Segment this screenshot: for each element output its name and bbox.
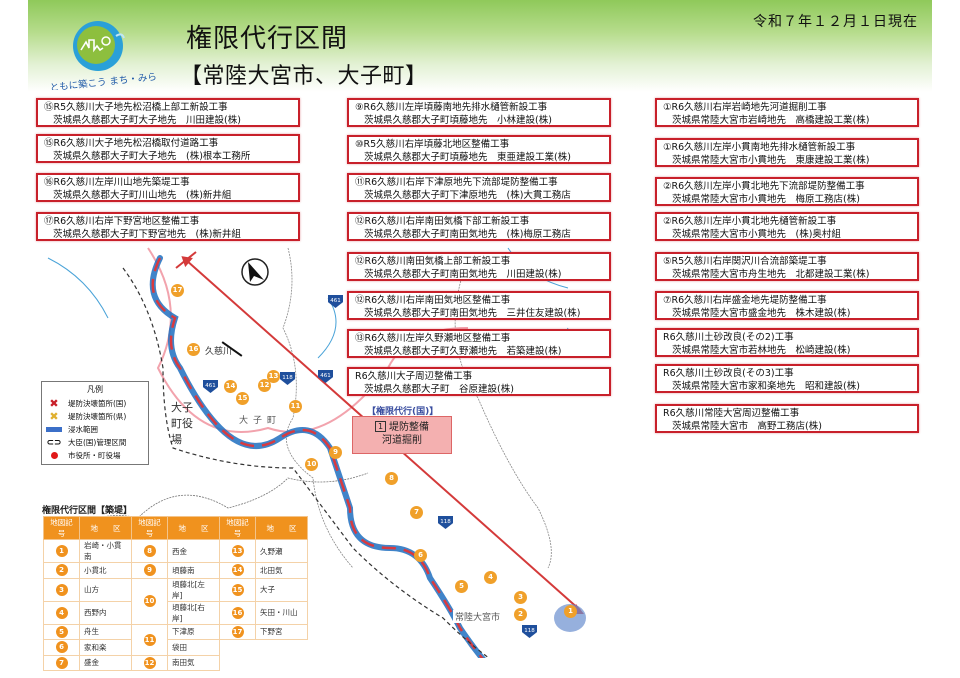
project-card: ⑨R6久慈川左岸頃藤南地先排水樋管新設工事 茨城県久慈郡大子町頃藤地先 小林建設… [347, 98, 611, 127]
north-arrow-icon [241, 258, 269, 286]
project-card: ⑰R6久慈川右岸下野宮地区整備工事 茨城県久慈郡大子町下野宮地先 (株)新井組 [36, 212, 300, 241]
marker-badge: 15 [231, 583, 244, 596]
map-marker-12: 12 [258, 379, 271, 392]
map-marker-8: 8 [385, 472, 398, 485]
project-card: ⑪R6久慈川右岸下津原地先下流部堤防整備工事 茨城県久慈郡大子町下津原地先 (株… [347, 173, 611, 202]
page: ともに築こう まち・みらい 権限代行区間 【常陸大宮市、大子町】 令和７年１２月… [28, 0, 932, 678]
project-card: ⑦R6久慈川右岸盛金地先堤防整備工事 茨城県常陸大宮市盛金地先 株木建設(株) [655, 291, 919, 320]
authority-number: 1 [375, 421, 386, 432]
project-card: ⑫R6久慈川南田気橋上部工新設工事 茨城県久慈郡大子町南田気地先 川田建設(株) [347, 252, 611, 281]
municipal-office-icon [46, 452, 62, 459]
marker-badge: 13 [231, 545, 244, 557]
legend-item: 浸水範囲 [46, 423, 144, 436]
route-shield: 461 [328, 295, 343, 308]
page-subtitle: 【常陸大宮市、大子町】 [180, 64, 428, 89]
project-card: ⑮R6久慈川大子地先松沼橋取付道路工事 茨城県久慈郡大子町大子地先 (株)根本工… [36, 134, 300, 163]
table-row: 4 西野内 頃藤北[右岸] 16 矢田・川山 [43, 600, 308, 625]
marker-badge: 16 [231, 606, 244, 619]
marker-badge: 17 [231, 625, 244, 638]
marker-badge: 10 [143, 595, 156, 607]
route-shield: 118 [522, 625, 537, 638]
project-card: ⑫R6久慈川右岸南田気橋下部工新設工事 茨城県久慈郡大子町南田気地先 (株)梅原… [347, 212, 611, 241]
map-marker-10: 10 [305, 458, 318, 471]
national-section-icon: ⊂⊃ [46, 437, 62, 448]
project-card: ⑩R5久慈川右岸頃藤北地区整備工事 茨城県久慈郡大子町頃藤地先 東亜建設工業(株… [347, 135, 611, 164]
project-card: R6久慈川土砂改良(その2)工事 茨城県常陸大宮市若林地先 松崎建設(株) [655, 328, 919, 357]
table-row: 7 盛金 12 南田気 [43, 654, 308, 671]
marker-badge: 6 [55, 641, 68, 654]
logo-icon: ともに築こう まち・みらい [49, 21, 167, 94]
city-label: 常陸大宮市 [453, 610, 503, 623]
marker-badge: 1 [55, 545, 68, 557]
route-shield: 461 [318, 370, 333, 383]
logo: ともに築こう まち・みらい [46, 18, 167, 94]
project-card: R6久慈川常陸大宮周辺整備工事 茨城県常陸大宮市 高野工務店(株) [655, 404, 919, 433]
route-shield: 461 [203, 380, 218, 393]
project-card: ②R6久慈川左岸小貫北地先樋管新設工事 茨城県常陸大宮市小貫地先 (株)奥村組 [655, 212, 919, 241]
marker-badge: 12 [143, 656, 156, 669]
legend-title: 凡例 [87, 385, 103, 394]
map-marker-16: 16 [187, 343, 200, 356]
legend-item: ✖ 堤防決壊箇所(国) [46, 397, 144, 410]
breach-prefecture-icon: ✖ [49, 409, 59, 423]
map-legend: 凡例 ✖ 堤防決壊箇所(国) ✖ 堤防決壊箇所(県) 浸水範囲 ⊂⊃ 大臣(国)… [41, 381, 149, 465]
marker-badge: 11 [143, 633, 156, 646]
legend-item: 市役所・町役場 [46, 449, 144, 462]
map-marker-6: 6 [414, 549, 427, 562]
project-card: ①R6久慈川左岸小貫南地先排水樋管新設工事 茨城県常陸大宮市小貫地先 東康建設工… [655, 138, 919, 167]
project-card: ⑮R5久慈川大子地先松沼橋上部工新設工事 茨城県久慈郡大子町大子地先 川田建設(… [36, 98, 300, 127]
map-marker-2: 2 [514, 608, 527, 621]
page-title: 権限代行区間 [186, 24, 349, 54]
flood-area-icon [46, 427, 62, 432]
site-table: 地図記号 地 区 地図記号 地 区 地図記号 地 区 1 岩崎・小貫南 8 西金… [43, 516, 308, 671]
map-marker-17: 17 [171, 284, 184, 297]
map-marker-1: 1 [564, 605, 577, 618]
project-card: ②R6久慈川左岸小貫北地先下流部堤防整備工事 茨城県常陸大宮市小貫地先 梅原工務… [655, 177, 919, 206]
project-card: ⑯R6久慈川左岸川山地先築堤工事 茨城県久慈郡大子町川山地先 (株)新井組 [36, 173, 300, 202]
marker-badge: 5 [55, 625, 68, 638]
town-label: 大子町 [239, 416, 282, 426]
marker-badge: 2 [55, 564, 68, 577]
project-card: ⑤R5久慈川右岸関沢川合流部築堤工事 茨城県常陸大宮市舟生地先 北都建設工業(株… [655, 252, 919, 281]
as-of-date: 令和７年１２月１日現在 [753, 14, 918, 30]
table-row: 6 家和楽 袋田 [43, 639, 308, 656]
table-row: 1 岩崎・小貫南 8 西金 13 久野瀬 [43, 539, 308, 563]
project-card: R6久慈川大子周辺整備工事 茨城県久慈郡大子町 谷原建設(株) [347, 367, 611, 396]
route-shield: 118 [438, 516, 453, 529]
project-card: ⑬R6久慈川左岸久野瀬地区整備工事 茨城県久慈郡大子町久野瀬地先 若築建設(株) [347, 329, 611, 358]
project-card: R6久慈川土砂改良(その3)工事 茨城県常陸大宮市家和楽地先 昭和建設(株) [655, 364, 919, 393]
marker-badge: 3 [55, 583, 68, 596]
map-marker-3: 3 [514, 591, 527, 604]
marker-badge: 7 [55, 656, 68, 669]
route-shield: 118 [280, 372, 295, 385]
header: ともに築こう まち・みらい 権限代行区間 【常陸大宮市、大子町】 令和７年１２月… [28, 0, 932, 94]
table-row: 3 山方 10 頃藤北[左岸] 15 大子 [43, 577, 308, 625]
project-card: ⑫R6久慈川右岸南田気地区整備工事 茨城県久慈郡大子町南田気地先 三井住友建設(… [347, 291, 611, 320]
map-marker-11: 11 [289, 400, 302, 413]
breach-national-icon: ✖ [49, 396, 59, 410]
legend-item: ✖ 堤防決壊箇所(県) [46, 410, 144, 423]
legend-item: ⊂⊃ 大臣(国)管理区間 [46, 437, 127, 448]
map-marker-9: 9 [329, 446, 342, 459]
map-marker-4: 4 [484, 571, 497, 584]
marker-badge: 14 [231, 564, 244, 577]
map-marker-13: 13 [267, 370, 280, 383]
river-label: 久慈川 [205, 347, 233, 357]
town-office-label: 大子町役場 [171, 401, 193, 446]
table-row: 2 小貫北 9 頃藤南 14 北田気 [43, 562, 308, 579]
project-card: ①R6久慈川右岸岩崎地先河道掘削工事 茨城県常陸大宮市岩崎地先 高橋建設工業(株… [655, 98, 919, 127]
map-marker-5: 5 [455, 580, 468, 593]
svg-text:ともに築こう まち・みらい: ともに築こう まち・みらい [49, 70, 156, 90]
authority-title: 【権限代行(国)】 [367, 407, 439, 417]
map-marker-15: 15 [236, 392, 249, 405]
marker-badge: 4 [55, 606, 68, 619]
site-table-title: 権限代行区間【築堤】 [42, 506, 133, 516]
map-marker-7: 7 [410, 506, 423, 519]
marker-badge: 8 [143, 545, 156, 557]
table-row: 5 舟生 11 下津原 17 下野宮 [43, 623, 308, 656]
marker-badge: 9 [143, 564, 156, 577]
map-marker-14: 14 [224, 380, 237, 393]
